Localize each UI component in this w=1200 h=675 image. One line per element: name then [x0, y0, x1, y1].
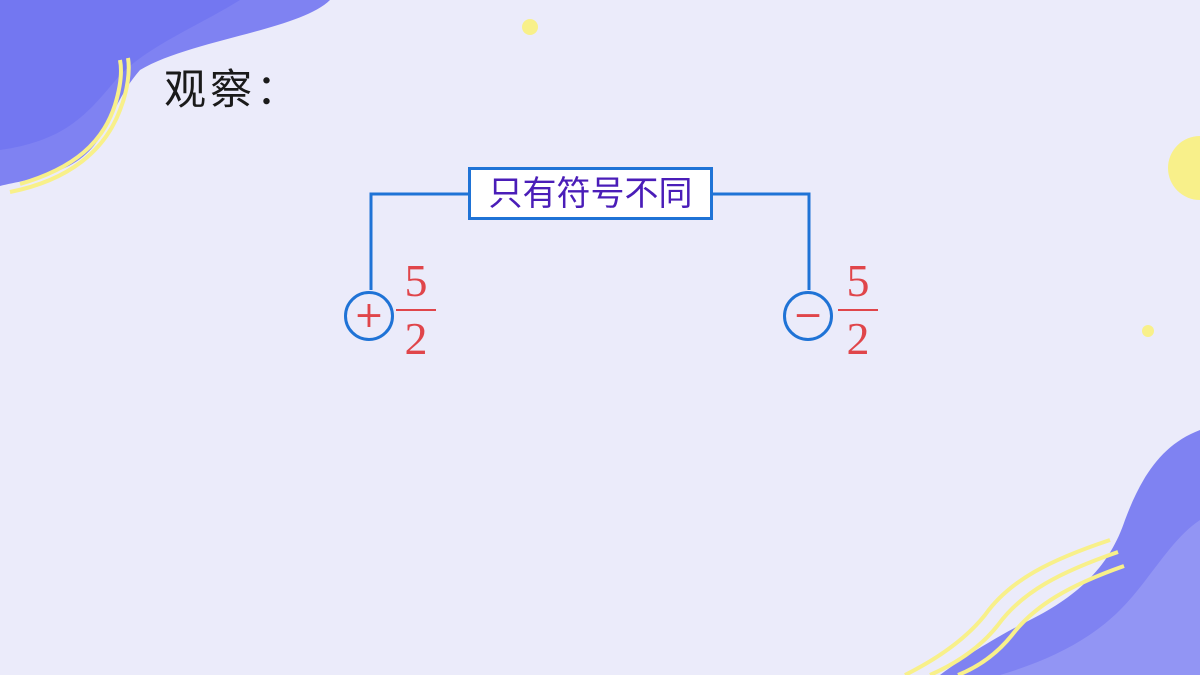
minus-sign-circle: − — [783, 291, 833, 341]
bracket-left-line — [369, 192, 468, 290]
bracket-right-line — [713, 192, 811, 290]
fraction-bar — [838, 309, 878, 311]
fraction-denominator: 2 — [846, 313, 870, 364]
fraction-bar — [396, 309, 436, 311]
bottom-right-yellow-curve — [904, 538, 1111, 675]
fraction-numerator: 5 — [846, 255, 870, 306]
bottom-right-yellow-curve — [957, 564, 1125, 675]
page-title: 观察： — [164, 65, 303, 114]
bottom-right-wave-highlight — [1000, 520, 1200, 675]
fraction-numerator: 5 — [404, 255, 428, 306]
positive-fraction: 5 2 — [394, 255, 438, 365]
plus-sign-circle: + — [344, 291, 394, 341]
yellow-dot — [1142, 325, 1154, 337]
bottom-right-yellow-curve — [929, 550, 1119, 675]
top-left-yellow-curve — [19, 59, 123, 186]
annotation-label: 只有符号不同 — [488, 173, 693, 214]
negative-fraction: 5 2 — [836, 255, 880, 365]
minus-sign: − — [792, 295, 824, 336]
plus-sign: + — [353, 295, 385, 336]
yellow-dot — [522, 19, 538, 35]
yellow-dot — [1168, 136, 1200, 200]
top-left-yellow-curve — [9, 57, 131, 194]
annotation-box: 只有符号不同 — [468, 167, 713, 220]
fraction-denominator: 2 — [404, 313, 428, 364]
